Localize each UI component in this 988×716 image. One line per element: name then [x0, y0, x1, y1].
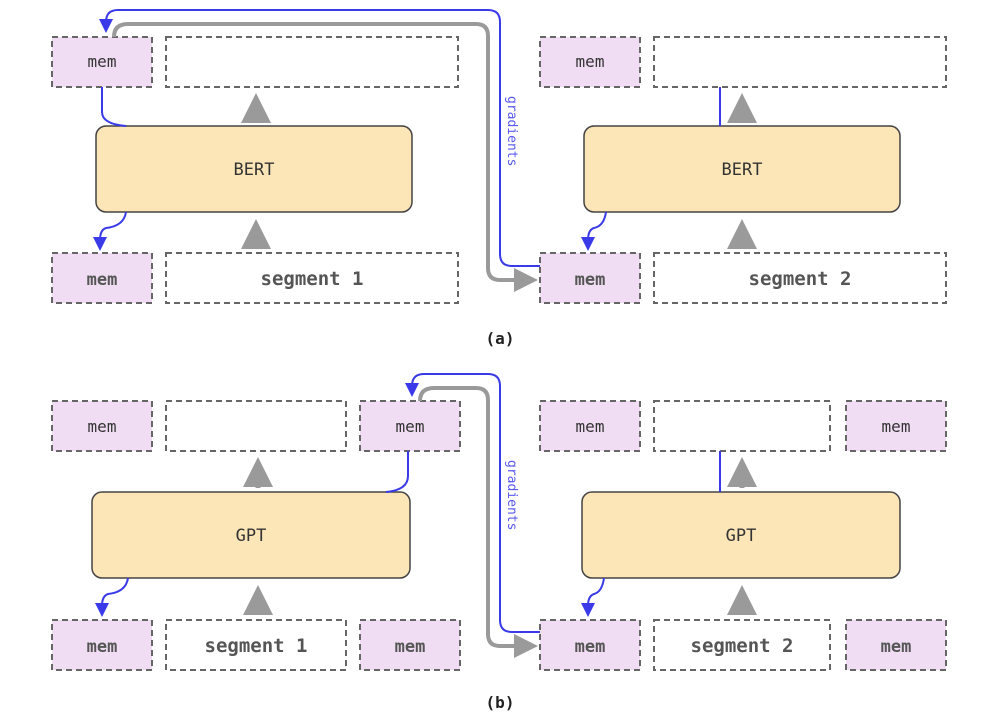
gradient-path-a: [99, 9, 540, 267]
mem-box-b-left-bottom-1: [51, 619, 153, 671]
segment-label-a-2: segment 2: [749, 268, 852, 290]
mem-box-b-left-bottom-2: [359, 619, 461, 671]
mem-label-b-right-top-2: mem: [882, 417, 911, 436]
output-box-b-left: [165, 400, 347, 452]
mem-box-a-right-bottom: [539, 252, 641, 304]
memory-carry-arrow-a: [112, 22, 538, 292]
mem-box-b-left-top-2: [359, 400, 461, 452]
gpt-label-b-right: GPT: [726, 526, 757, 546]
segment-box-b-2: [653, 619, 831, 671]
bert-label-a-right: BERT: [722, 160, 763, 180]
mem-label-b-left-top-2: mem: [396, 417, 425, 436]
blue-link-b-mem-bottom: [95, 577, 129, 617]
segment-label-b-2: segment 2: [691, 635, 794, 657]
mem-label-a-left-bottom: mem: [87, 270, 118, 290]
panel-a: mem BERT mem segment 1 mem BERT mem segm…: [51, 9, 947, 348]
segment-label-b-1: segment 1: [205, 635, 308, 657]
caption-b: (b): [486, 693, 515, 712]
mem-box-b-left-top-1: [51, 400, 153, 452]
blue-link-a-mem-top: [101, 87, 127, 127]
mem-label-a-right-bottom: mem: [575, 270, 606, 290]
mem-box-a-right-top: [539, 36, 641, 88]
mem-label-b-right-top-1: mem: [576, 417, 605, 436]
mem-box-a-left-bottom: [51, 252, 153, 304]
gradients-label-b: gradients: [504, 460, 519, 530]
segment-box-b-1: [165, 619, 347, 671]
output-box-a-right: [653, 36, 947, 88]
segment-box-a-1: [165, 252, 459, 304]
mem-label-b-left-top-1: mem: [88, 417, 117, 436]
segment-label-a-1: segment 1: [261, 268, 364, 290]
bert-block-a-right: [583, 125, 901, 213]
blue-link-b-right-bottom: [581, 577, 605, 617]
gpt-block-b-left: [91, 491, 411, 579]
mem-label-b-right-bottom-2: mem: [881, 637, 912, 657]
blue-link-a-right-bottom: [581, 211, 607, 251]
bert-label-a-left: BERT: [234, 160, 275, 180]
mem-box-b-right-bottom-1: [539, 619, 641, 671]
blue-link-b-mem-top: [385, 451, 409, 493]
memory-carry-arrow-b: [418, 386, 538, 658]
panel-b: mem mem GPT mem segment 1 mem mem mem GP…: [51, 373, 947, 712]
mem-box-b-right-top-1: [539, 400, 641, 452]
mem-label-b-left-bottom-1: mem: [87, 637, 118, 657]
mem-label-a-right-top: mem: [576, 52, 605, 71]
mem-label-b-left-bottom-2: mem: [395, 637, 426, 657]
mem-box-a-left-top: [51, 36, 153, 88]
output-box-a-left: [165, 36, 459, 88]
output-box-b-right: [653, 400, 831, 452]
bert-block-a-left: [95, 125, 413, 213]
mem-box-b-right-bottom-2: [845, 619, 947, 671]
gradient-path-b: [405, 373, 540, 633]
gpt-label-b-left: GPT: [236, 526, 267, 546]
mem-label-b-right-bottom-1: mem: [575, 637, 606, 657]
segment-box-a-2: [653, 252, 947, 304]
mem-box-b-right-top-2: [845, 400, 947, 452]
gradients-label-a: gradients: [504, 96, 519, 166]
caption-a: (a): [486, 329, 515, 348]
blue-link-a-mem-bottom: [93, 211, 127, 251]
mem-label-a-left-top: mem: [88, 52, 117, 71]
gpt-block-b-right: [581, 491, 901, 579]
